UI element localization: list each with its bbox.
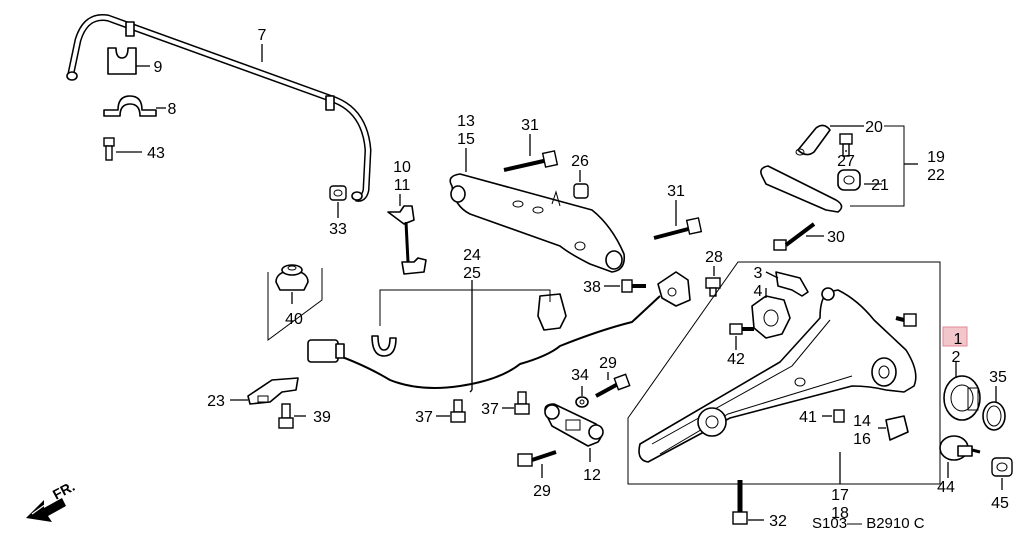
callout-21: 21 <box>871 177 889 194</box>
callout-32: 32 <box>769 513 787 530</box>
callout-31-top: 31 <box>521 117 539 134</box>
callout-29-upper: 29 <box>599 355 617 372</box>
hub-carrier-4[interactable] <box>751 295 791 339</box>
direction-label: FR. <box>50 478 77 503</box>
callout-34: 34 <box>571 367 589 384</box>
lower-arm-b[interactable] <box>544 403 604 447</box>
callout-37-right: 37 <box>481 401 499 418</box>
callout-43: 43 <box>147 145 165 162</box>
callout-41: 41 <box>799 409 817 426</box>
callout-28: 28 <box>705 249 723 266</box>
adjusting-bolt-31-mid[interactable] <box>653 217 703 240</box>
bracket-3[interactable] <box>775 271 809 297</box>
callout-18: 18 <box>831 505 849 522</box>
flange-bolt-43[interactable] <box>103 137 115 161</box>
bushing-21[interactable] <box>837 169 861 191</box>
flange-bolt-38[interactable] <box>621 279 646 293</box>
flange-bolt-42[interactable] <box>729 323 754 335</box>
stabilizer-bar[interactable] <box>66 13 372 202</box>
sensor-bracket[interactable] <box>247 377 299 405</box>
hub-bearing-assembly[interactable] <box>943 375 981 421</box>
callout-4: 4 <box>754 283 763 300</box>
callout-24: 24 <box>463 247 481 264</box>
callout-31-mid: 31 <box>667 183 685 200</box>
callout-20: 20 <box>865 119 883 136</box>
flange-bolt-arm[interactable] <box>895 313 917 327</box>
callout-26: 26 <box>571 153 589 170</box>
callout-33: 33 <box>329 221 347 238</box>
stabilizer-link[interactable] <box>387 205 427 275</box>
callout-12: 12 <box>583 467 601 484</box>
callout-38: 38 <box>583 279 601 296</box>
callout-15: 15 <box>457 131 475 148</box>
harness-bracket[interactable] <box>537 293 567 331</box>
callout-10: 10 <box>393 159 411 176</box>
self-locking-nut-26[interactable] <box>573 183 589 199</box>
seal-35[interactable] <box>982 401 1006 431</box>
abs-sensor-harness[interactable] <box>307 271 691 389</box>
flange-bolt-28[interactable] <box>705 277 721 297</box>
compensator-arm-bushing[interactable] <box>795 124 831 156</box>
callout-35: 35 <box>989 369 1007 386</box>
callout-37-left: 37 <box>415 409 433 426</box>
callout-8: 8 <box>168 101 177 118</box>
flange-bolt-29-upper[interactable] <box>595 373 631 398</box>
bump-stop[interactable] <box>885 415 909 441</box>
flange-bolt-29-lower[interactable] <box>517 450 557 467</box>
callout-14: 14 <box>853 413 871 430</box>
highlight-box <box>942 326 968 347</box>
callout-27: 27 <box>837 153 855 170</box>
callout-22: 22 <box>927 167 945 184</box>
callout-3: 3 <box>754 265 763 282</box>
callout-30: 30 <box>827 229 845 246</box>
callout-9: 9 <box>154 59 163 76</box>
forward-direction-arrow <box>26 498 66 522</box>
diagram-code: S103— B2910 C <box>812 515 925 532</box>
flange-bolt-39[interactable] <box>278 403 294 429</box>
upper-arm[interactable] <box>449 173 626 273</box>
flange-bolt-32[interactable] <box>732 480 748 525</box>
flange-bolt-41[interactable] <box>833 409 845 423</box>
compensator-arm[interactable] <box>760 165 843 213</box>
flange-nut-33[interactable] <box>329 185 347 201</box>
lock-nut-45[interactable] <box>991 457 1013 477</box>
ball-joint-44[interactable] <box>939 435 981 461</box>
adjusting-bolt-31-top[interactable] <box>503 150 559 172</box>
callout-40: 40 <box>285 311 303 328</box>
callout-39: 39 <box>313 409 331 426</box>
flange-bolt-30[interactable] <box>773 222 816 251</box>
callout-42: 42 <box>727 351 745 368</box>
callout-45: 45 <box>991 495 1009 512</box>
harness-clip[interactable] <box>371 335 397 357</box>
flange-bolt-37-left[interactable] <box>450 399 466 423</box>
stabilizer-bushing[interactable] <box>107 47 137 75</box>
callout-29-lower: 29 <box>533 483 551 500</box>
callout-17: 17 <box>831 487 849 504</box>
bushing-holder[interactable] <box>103 95 157 117</box>
grommet-40[interactable] <box>275 264 309 291</box>
callout-1: 1 <box>954 331 963 348</box>
callout-44: 44 <box>937 479 955 496</box>
callout-13: 13 <box>457 113 475 130</box>
flange-bolt-37-right[interactable] <box>514 391 530 415</box>
trailing-arm[interactable] <box>638 287 917 463</box>
callout-19: 19 <box>927 149 945 166</box>
washer-34[interactable] <box>575 396 589 408</box>
callout-11: 11 <box>394 177 411 194</box>
callout-16: 16 <box>853 431 871 448</box>
callout-25: 25 <box>463 265 481 282</box>
callout-23: 23 <box>207 393 225 410</box>
callout-2: 2 <box>952 349 961 366</box>
callout-7: 7 <box>258 27 267 44</box>
